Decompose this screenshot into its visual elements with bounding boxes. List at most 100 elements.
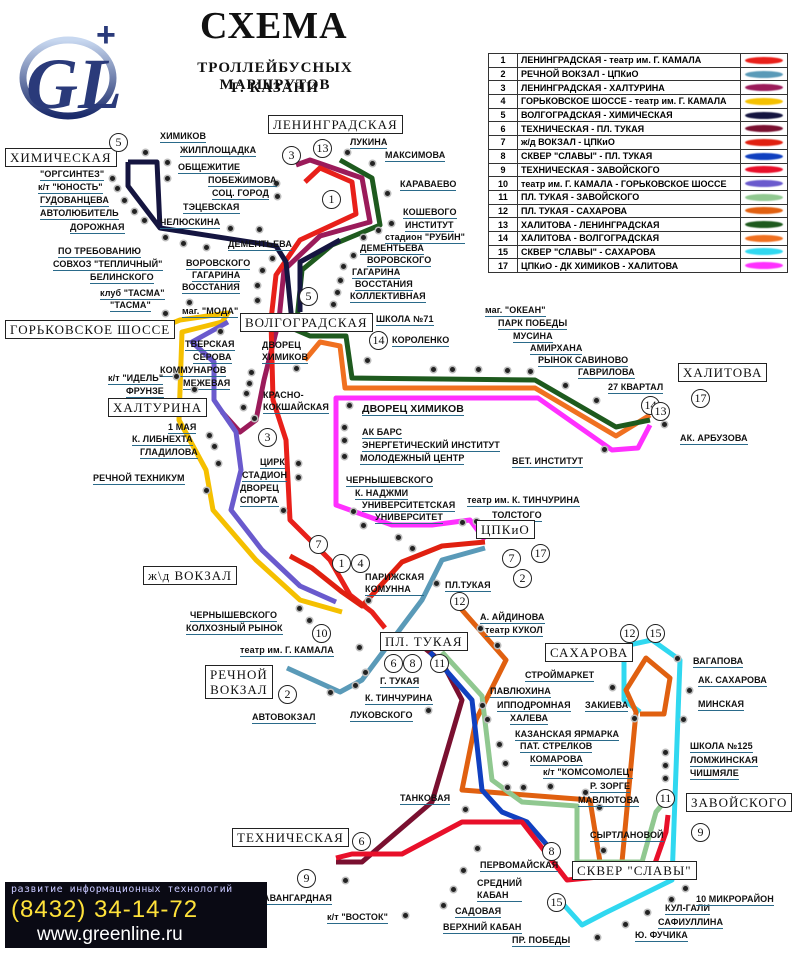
stop-label[interactable]: САФИУЛЛИНА xyxy=(658,917,724,929)
stop-marker-icon[interactable] xyxy=(430,366,436,372)
stop-label[interactable]: ДВОРЕЦ ХИМИКОВ xyxy=(362,403,464,416)
stop-label[interactable]: ТАНКОВАЯ xyxy=(400,793,451,805)
stop-label[interactable]: ЛОМЖИНСКАЯ xyxy=(690,755,758,767)
stop-marker-icon[interactable] xyxy=(109,175,115,181)
stop-marker-icon[interactable] xyxy=(254,297,260,303)
stop-label[interactable]: СЕРОВА xyxy=(193,352,232,364)
stop-marker-icon[interactable] xyxy=(484,716,490,722)
stop-label[interactable]: МОЛОДЕЖНЫЙ ЦЕНТР xyxy=(360,453,465,465)
stop-marker-icon[interactable] xyxy=(369,160,375,166)
route-number-marker[interactable]: 17 xyxy=(531,544,550,563)
stop-label[interactable]: А. АЙДИНОВА xyxy=(480,612,545,624)
route-number-marker[interactable]: 12 xyxy=(450,592,469,611)
stop-label[interactable]: ПЕРВОМАЙСКАЯ xyxy=(480,860,559,872)
stop-marker-icon[interactable] xyxy=(346,402,352,408)
terminal-label[interactable]: САХАРОВА xyxy=(545,643,634,662)
stop-marker-icon[interactable] xyxy=(173,373,179,379)
stop-label[interactable]: к/т "КОМСОМОЛЕЦ" xyxy=(543,767,634,779)
stop-label[interactable]: ВОРОВСКОГО xyxy=(186,258,251,270)
route-number-marker[interactable]: 8 xyxy=(403,654,422,673)
stop-label[interactable]: ЧЕЛЮСКИНА xyxy=(160,217,221,229)
stop-marker-icon[interactable] xyxy=(203,487,209,493)
terminal-label[interactable]: ХИМИЧЕСКАЯ xyxy=(5,148,117,167)
stop-marker-icon[interactable] xyxy=(141,217,147,223)
stop-label[interactable]: ВОССТАНИЯ xyxy=(182,282,240,294)
terminal-label[interactable]: ЛЕНИНГРАДСКАЯ xyxy=(268,115,403,134)
stop-label[interactable]: ЭНЕРГЕТИЧЕСКИЙ ИНСТИТУТ xyxy=(362,440,500,452)
stop-marker-icon[interactable] xyxy=(131,208,137,214)
stop-label[interactable]: ЧЕРНЫШЕВСКОГО xyxy=(190,610,278,622)
stop-marker-icon[interactable] xyxy=(375,227,381,233)
stop-marker-icon[interactable] xyxy=(662,749,668,755)
stop-label[interactable]: ШКОЛА №71 xyxy=(376,314,434,326)
stop-label[interactable]: АК БАРС xyxy=(362,427,403,439)
stop-marker-icon[interactable] xyxy=(295,474,301,480)
route-number-marker[interactable]: 3 xyxy=(282,146,301,165)
stop-label[interactable]: ВЕТ. ИНСТИТУТ xyxy=(512,456,584,468)
stop-marker-icon[interactable] xyxy=(409,545,415,551)
stop-marker-icon[interactable] xyxy=(341,437,347,443)
route-number-marker[interactable]: 13 xyxy=(313,139,332,158)
stop-label[interactable]: ШКОЛА №125 xyxy=(690,741,753,753)
stop-label[interactable]: ГЛАДИЛОВА xyxy=(140,447,198,459)
stop-label[interactable]: 1 МАЯ xyxy=(168,422,197,434)
stop-marker-icon[interactable] xyxy=(215,460,221,466)
stop-marker-icon[interactable] xyxy=(596,804,602,810)
stop-label[interactable]: МАВЛЮТОВА xyxy=(578,795,640,807)
stop-label[interactable]: КОШЕВОГО xyxy=(403,207,457,219)
stop-label[interactable]: ПР. ПОБЕДЫ xyxy=(512,935,571,947)
stop-label[interactable]: театр КУКОЛ xyxy=(485,625,543,637)
stop-label[interactable]: К. ТИНЧУРИНА xyxy=(365,693,433,705)
route-number-marker[interactable]: 1 xyxy=(332,554,351,573)
stop-marker-icon[interactable] xyxy=(334,289,340,295)
route-number-marker[interactable]: 2 xyxy=(513,569,532,588)
stop-label[interactable]: ПАТ. СТРЕЛКОВ xyxy=(520,741,593,753)
stop-label[interactable]: СТРОЙМАРКЕТ xyxy=(525,670,595,682)
stop-marker-icon[interactable] xyxy=(609,684,615,690)
stop-marker-icon[interactable] xyxy=(350,252,356,258)
stop-marker-icon[interactable] xyxy=(384,190,390,196)
route-number-marker[interactable]: 11 xyxy=(656,789,675,808)
route-number-marker[interactable]: 11 xyxy=(430,654,449,673)
stop-label[interactable]: ЧЕРНЫШЕВСКОГО xyxy=(346,475,434,487)
stop-marker-icon[interactable] xyxy=(662,775,668,781)
stop-marker-icon[interactable] xyxy=(459,519,465,525)
stop-marker-icon[interactable] xyxy=(162,234,168,240)
stop-marker-icon[interactable] xyxy=(203,244,209,250)
route-number-marker[interactable]: 7 xyxy=(309,535,328,554)
stop-label[interactable]: ПОБЕЖИМОВА xyxy=(208,175,277,187)
stop-label[interactable]: ПАВЛЮХИНА xyxy=(490,686,551,698)
stop-marker-icon[interactable] xyxy=(360,234,366,240)
stop-label[interactable]: СРЕДНИЙ КАБАН xyxy=(477,878,523,902)
stop-marker-icon[interactable] xyxy=(341,424,347,430)
terminal-label[interactable]: СКВЕР "СЛАВЫ" xyxy=(572,861,697,880)
route-number-marker[interactable]: 17 xyxy=(691,389,710,408)
stop-label[interactable]: К. ЛИБНЕХТА xyxy=(132,434,193,446)
banner-url[interactable]: www.greenline.ru xyxy=(37,924,183,945)
stop-label[interactable]: ГУДОВАНЦЕВА xyxy=(40,195,109,207)
stop-marker-icon[interactable] xyxy=(600,847,606,853)
stop-marker-icon[interactable] xyxy=(504,784,510,790)
stop-marker-icon[interactable] xyxy=(191,386,197,392)
stop-label[interactable]: КОРОЛЕНКО xyxy=(392,335,450,347)
stop-marker-icon[interactable] xyxy=(280,507,286,513)
stop-label[interactable]: ВЕРХНИЙ КАБАН xyxy=(443,922,522,934)
stop-marker-icon[interactable] xyxy=(449,366,455,372)
stop-label[interactable]: МУСИНА xyxy=(513,331,553,343)
terminal-label[interactable]: ВОЛГОГРАДСКАЯ xyxy=(240,313,373,332)
stop-marker-icon[interactable] xyxy=(593,397,599,403)
stop-marker-icon[interactable] xyxy=(362,669,368,675)
stop-marker-icon[interactable] xyxy=(460,867,466,873)
stop-label[interactable]: МАКСИМОВА xyxy=(385,150,446,162)
stop-marker-icon[interactable] xyxy=(462,806,468,812)
stop-label[interactable]: МИНСКАЯ xyxy=(698,699,745,711)
stop-label[interactable]: СТАДИОН xyxy=(242,470,288,482)
stop-marker-icon[interactable] xyxy=(504,367,510,373)
stop-marker-icon[interactable] xyxy=(295,460,301,466)
stop-marker-icon[interactable] xyxy=(680,716,686,722)
stop-label[interactable]: АВАНГАРДНАЯ xyxy=(263,893,332,905)
stop-label[interactable]: к/т "ВОСТОК" xyxy=(327,912,388,924)
stop-label[interactable]: АК. САХАРОВА xyxy=(698,675,767,687)
stop-marker-icon[interactable] xyxy=(342,877,348,883)
terminal-label[interactable]: ХАЛТУРИНА xyxy=(108,398,208,417)
